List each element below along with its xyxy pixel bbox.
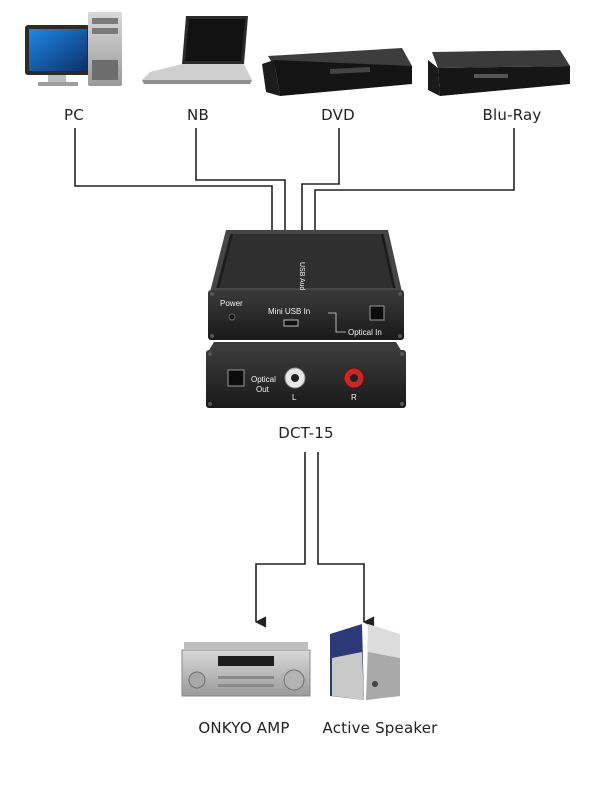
desktop-pc-icon: [25, 12, 122, 86]
speakers-icon: [330, 624, 400, 700]
output-label-amp: ONKYO AMP: [198, 719, 290, 737]
source-label-pc: PC: [64, 106, 84, 124]
power-label: Power: [220, 299, 243, 308]
cable-pc: [74, 128, 283, 250]
dvd-player-icon: [262, 48, 412, 96]
bluray-player-icon: [428, 50, 570, 96]
device-label: DCT-15: [278, 424, 334, 442]
mini-usb-port: [283, 319, 299, 327]
rca-left-label: L: [292, 393, 297, 402]
output-label-speaker: Active Speaker: [322, 719, 438, 737]
output-cables: [254, 452, 375, 628]
av-receiver-icon: [181, 642, 311, 697]
cable-bluray: [313, 128, 515, 250]
cable-nb: [195, 128, 296, 252]
laptop-icon: [142, 16, 252, 84]
source-cables: [74, 128, 515, 252]
optical-out-port: [227, 369, 245, 387]
source-label-bluray: Blu-Ray: [482, 106, 542, 124]
optical-in-label: Optical In: [348, 328, 382, 337]
source-label-dvd: DVD: [321, 106, 355, 124]
power-led: [228, 313, 236, 321]
cable-dvd: [300, 128, 340, 252]
source-label-nb: NB: [187, 106, 209, 124]
cable-amp: [254, 452, 306, 628]
optical-in-port: [369, 305, 385, 321]
cable-speaker: [317, 452, 375, 628]
mini-usb-label: Mini USB In: [268, 307, 310, 316]
rca-right-label: R: [351, 393, 357, 402]
converter-front-unit: USB Audio Converter Power Mini USB In Op…: [208, 230, 404, 340]
